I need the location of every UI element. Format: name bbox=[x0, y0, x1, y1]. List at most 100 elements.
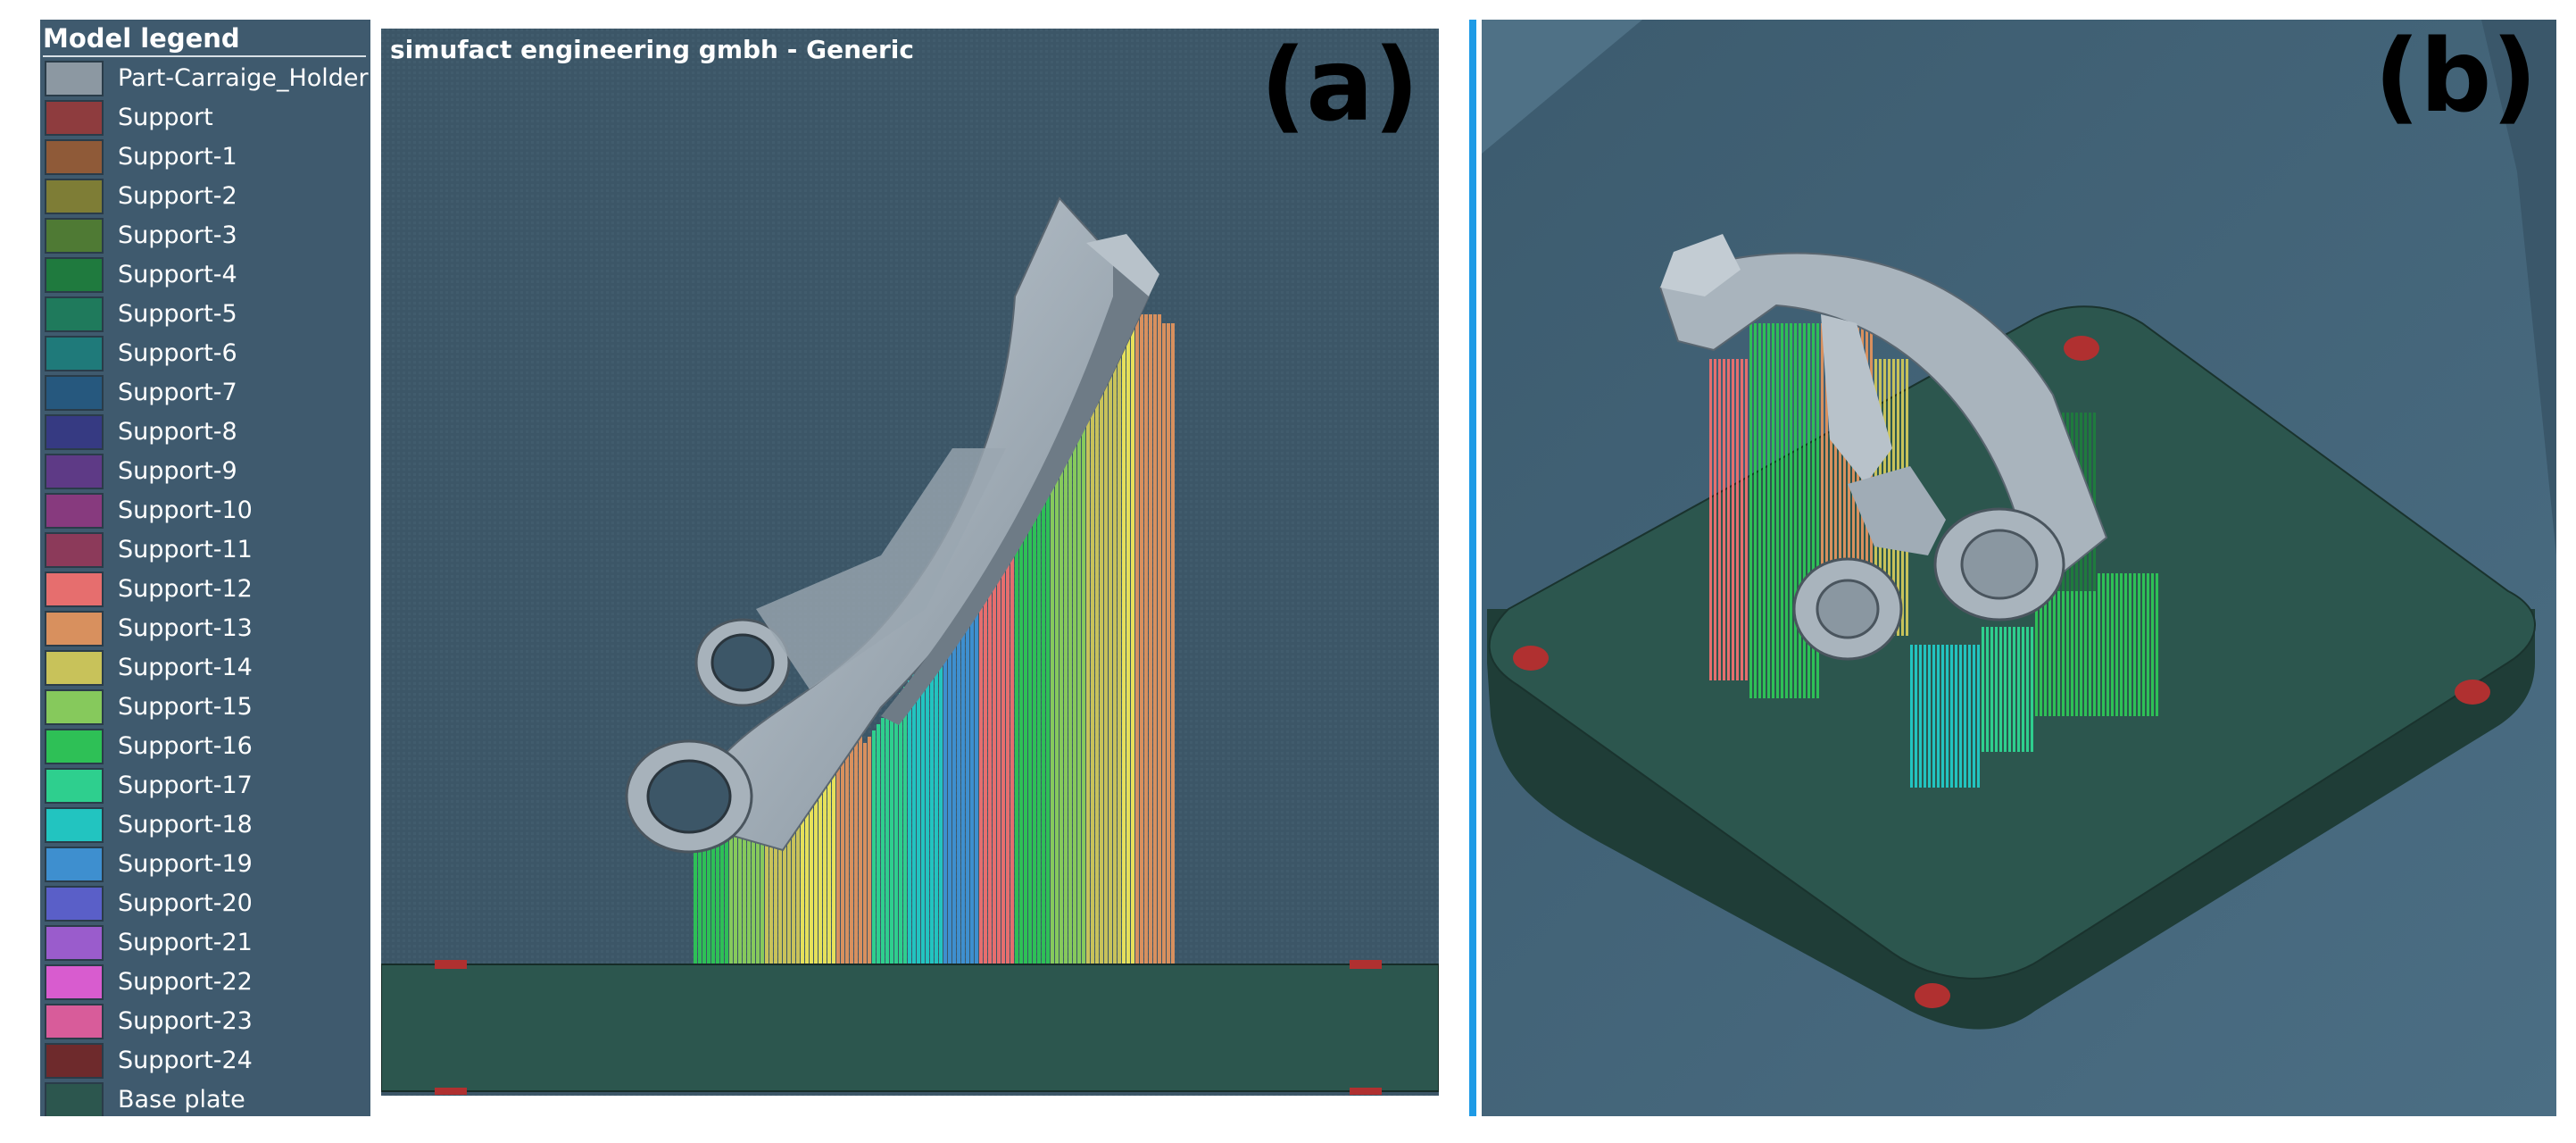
support-stripe bbox=[1086, 391, 1090, 964]
legend-item: Support-3 bbox=[45, 216, 366, 255]
support-stripe bbox=[2133, 573, 2136, 716]
plate-pin-a-3 bbox=[435, 1088, 467, 1095]
legend-label: Support-18 bbox=[118, 811, 253, 838]
legend-swatch bbox=[45, 179, 104, 214]
legend-label: Support-24 bbox=[118, 1047, 253, 1074]
support-stripe bbox=[1051, 470, 1054, 964]
support-stripe bbox=[966, 599, 969, 964]
legend-label: Base plate bbox=[118, 1086, 245, 1114]
support-stripe bbox=[1118, 322, 1121, 964]
support-stripe bbox=[894, 699, 898, 964]
viewport-b[interactable]: (b) bbox=[1482, 20, 2556, 1116]
support-stripe bbox=[698, 760, 702, 964]
support-stripe bbox=[1950, 645, 1953, 788]
support-stripe bbox=[1068, 430, 1072, 964]
legend-label: Support-4 bbox=[118, 261, 237, 288]
legend-item: Support-6 bbox=[45, 334, 366, 373]
support-stripe bbox=[912, 674, 916, 964]
support-stripe bbox=[827, 734, 831, 964]
legend-swatch bbox=[45, 650, 104, 686]
support-stripe bbox=[1091, 381, 1094, 964]
support-stripe bbox=[1767, 323, 1770, 698]
legend-label: Support-9 bbox=[118, 457, 237, 485]
support-stripe bbox=[774, 745, 777, 964]
support-stripe bbox=[1135, 314, 1139, 964]
legend-label: Support-22 bbox=[118, 968, 253, 996]
legend-label: Part-Carraige_Holder bbox=[118, 64, 369, 92]
support-stripe bbox=[1990, 627, 1993, 752]
legend-swatch bbox=[45, 925, 104, 961]
support-stripe bbox=[783, 743, 786, 964]
support-stripe bbox=[1758, 323, 1761, 698]
legend-item: Support-9 bbox=[45, 452, 366, 491]
support-stripe bbox=[1843, 323, 1846, 645]
support-stripe bbox=[961, 605, 965, 964]
viewport-a-scene bbox=[381, 29, 1439, 1096]
support-stripe bbox=[841, 731, 844, 964]
support-stripe bbox=[1028, 519, 1032, 964]
support-stripe bbox=[1986, 627, 1989, 752]
legend-swatch bbox=[45, 768, 104, 804]
legend-swatch bbox=[45, 532, 104, 568]
support-stripe bbox=[943, 630, 947, 964]
support-stripe bbox=[2071, 573, 2073, 716]
support-stripe bbox=[926, 655, 929, 964]
support-stripe bbox=[1919, 645, 1922, 788]
viewport-divider[interactable] bbox=[1469, 20, 1476, 1116]
legend-label: Support bbox=[118, 104, 213, 131]
support-stripe bbox=[805, 738, 809, 964]
support-stripe bbox=[2098, 573, 2100, 716]
legend-swatch bbox=[45, 1082, 104, 1116]
panel-label-b: (b) bbox=[2374, 20, 2538, 135]
support-stripe bbox=[970, 593, 974, 964]
support-stripe bbox=[787, 742, 791, 964]
support-stripe bbox=[1033, 509, 1036, 964]
legend-item: Support-18 bbox=[45, 805, 366, 845]
viewport-a[interactable]: simufact engineering gmbh - Generic (a) bbox=[381, 29, 1439, 1096]
legend-item: Support-17 bbox=[45, 766, 366, 805]
legend-label: Support-6 bbox=[118, 339, 237, 367]
support-stripe bbox=[2026, 627, 2029, 752]
legend-item: Part-Carraige_Holder bbox=[45, 59, 369, 98]
support-stripe bbox=[2111, 573, 2114, 716]
legend-label: Support-2 bbox=[118, 182, 237, 210]
support-stripe bbox=[1158, 314, 1161, 964]
legend-item: Base plate bbox=[45, 1080, 366, 1116]
legend-swatch bbox=[45, 414, 104, 450]
support-stripe bbox=[997, 555, 1001, 964]
legend-label: Support-3 bbox=[118, 221, 237, 249]
legend-label: Support-21 bbox=[118, 929, 253, 956]
support-stripe bbox=[917, 668, 920, 964]
support-stripe bbox=[1140, 314, 1143, 964]
support-stripe bbox=[1973, 645, 1975, 788]
support-stripe bbox=[1723, 359, 1725, 680]
support-stripe bbox=[711, 757, 715, 964]
legend-item: Support-2 bbox=[45, 177, 366, 216]
legend-label: Support-12 bbox=[118, 575, 253, 603]
support-stripe bbox=[1104, 352, 1108, 964]
legend-label: Support-20 bbox=[118, 889, 253, 917]
support-stripe bbox=[810, 738, 813, 964]
support-stripe bbox=[1064, 440, 1068, 964]
support-stripe bbox=[952, 618, 956, 964]
plate-pin-a-4 bbox=[1350, 1088, 1382, 1095]
support-stripe bbox=[1732, 359, 1734, 680]
support-stripe bbox=[1100, 362, 1103, 964]
support-stripe bbox=[1910, 645, 1913, 788]
support-stripe bbox=[1162, 323, 1166, 964]
support-stripe bbox=[796, 740, 800, 964]
support-stripe bbox=[1772, 323, 1774, 698]
legend-swatch bbox=[45, 964, 104, 1000]
support-stripe bbox=[2107, 573, 2109, 716]
support-stripe bbox=[1727, 359, 1730, 680]
support-stripe bbox=[988, 568, 992, 964]
support-stripe bbox=[948, 624, 951, 964]
support-stripe bbox=[930, 649, 934, 964]
legend-swatch bbox=[45, 139, 104, 175]
legend-label: Support-11 bbox=[118, 536, 253, 563]
legend-swatch bbox=[45, 100, 104, 136]
support-stripe bbox=[1055, 460, 1059, 964]
support-stripe bbox=[769, 746, 773, 964]
support-stripe bbox=[2120, 573, 2123, 716]
support-stripe bbox=[1709, 359, 1712, 680]
